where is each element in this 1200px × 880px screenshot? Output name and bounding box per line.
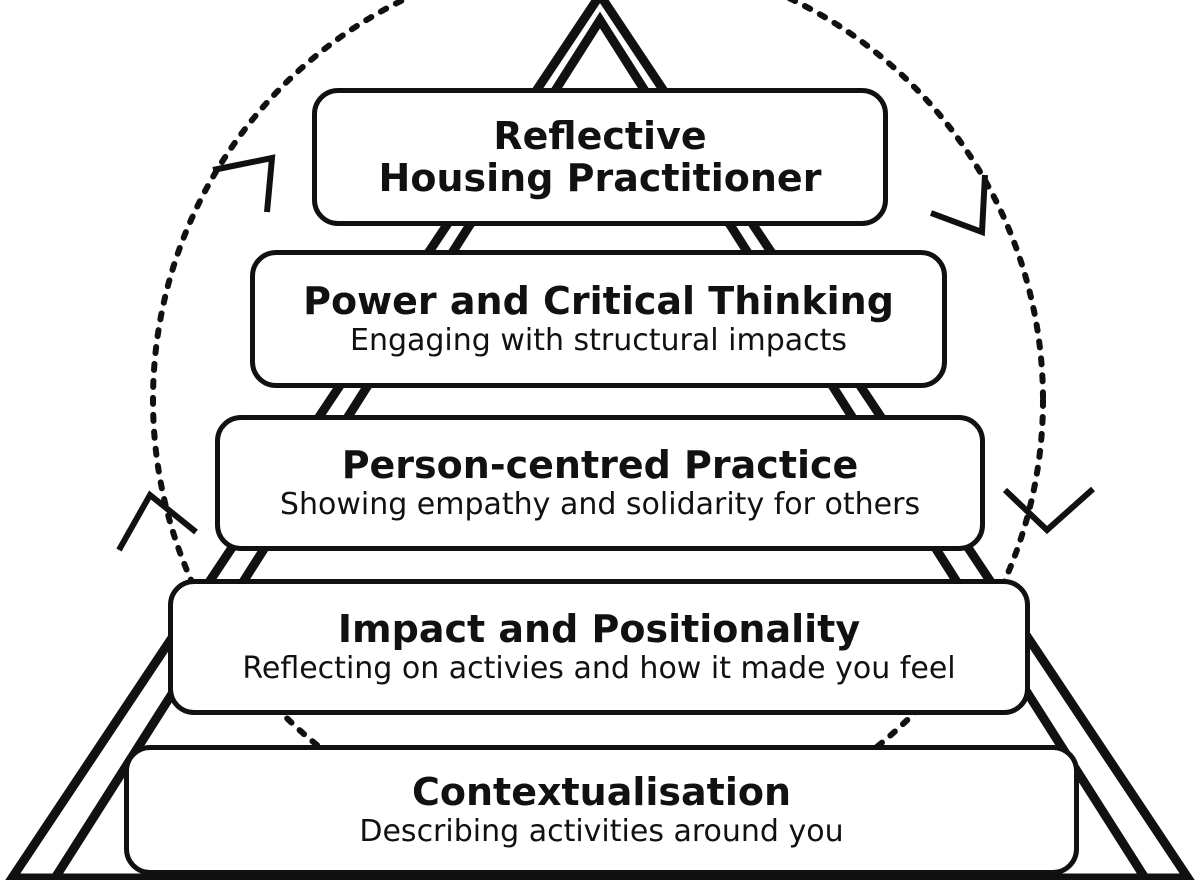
level-person-centred-practice: Person-centred Practice Showing empathy … <box>215 415 985 551</box>
level-reflective-housing-practitioner: Reflective Housing Practitioner <box>312 88 888 226</box>
level-subtitle: Engaging with structural impacts <box>349 323 848 358</box>
level-impact-and-positionality: Impact and Positionality Reflecting on a… <box>168 579 1030 715</box>
level-subtitle: Reflecting on activies and how it made y… <box>242 651 956 686</box>
level-title: Reflective <box>493 114 707 158</box>
cycle-arrow-top-left-icon <box>212 154 276 213</box>
level-contextualisation: Contextualisation Describing activities … <box>124 745 1079 875</box>
level-title: Person-centred Practice <box>341 443 859 487</box>
level-title: Housing Practitioner <box>378 156 822 200</box>
level-subtitle: Describing activities around you <box>359 814 844 849</box>
cycle-arrow-top-right-icon <box>929 174 988 237</box>
level-title: Impact and Positionality <box>337 607 861 651</box>
level-title: Contextualisation <box>411 770 792 814</box>
cycle-arrow-left-icon <box>116 490 198 552</box>
cycle-arrow-right-icon <box>1002 486 1095 535</box>
level-subtitle: Showing empathy and solidarity for other… <box>279 487 921 522</box>
level-power-and-critical-thinking: Power and Critical Thinking Engaging wit… <box>250 250 947 388</box>
level-title: Power and Critical Thinking <box>303 279 894 323</box>
